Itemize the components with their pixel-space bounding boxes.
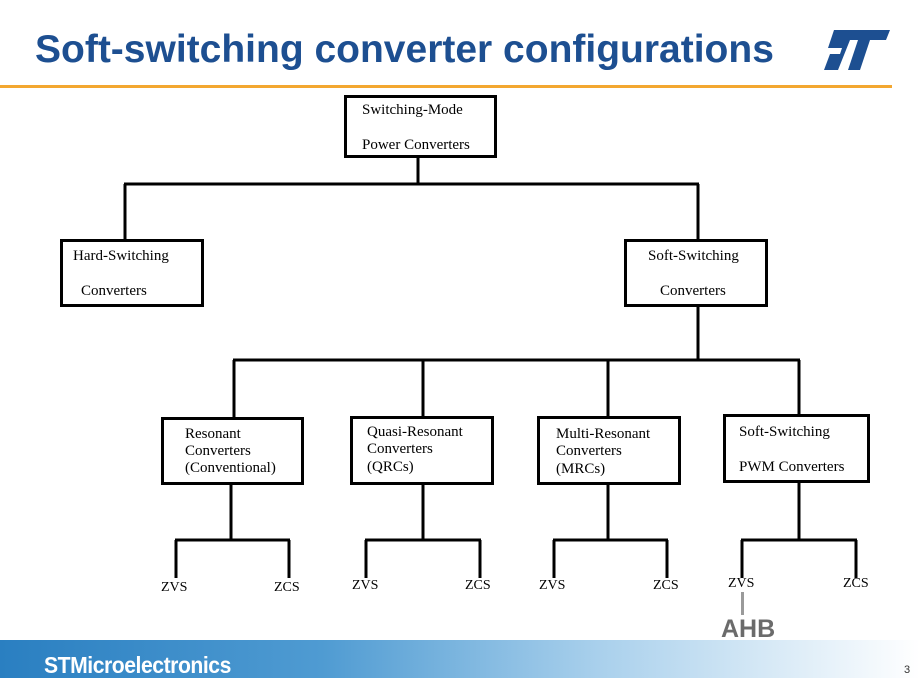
- node-soft-switching-converters: Soft-Switching Converters: [624, 239, 768, 307]
- node-label-line1: Multi-Resonant: [556, 426, 651, 442]
- st-logo-mark: [824, 30, 890, 70]
- node-label-line1: Switching-Mode: [362, 102, 463, 118]
- node-label-line2: Converters: [367, 441, 433, 457]
- node-label-line2: Power Converters: [362, 137, 470, 153]
- node-label-line1: Soft-Switching: [739, 424, 830, 440]
- node-hard-switching-converters: Hard-Switching Converters: [60, 239, 204, 307]
- node-quasi-resonant-converters: Quasi-Resonant Converters (QRCs): [350, 416, 494, 485]
- node-label-line2: PWM Converters: [739, 459, 845, 475]
- node-label-line2: Converters: [660, 283, 726, 299]
- title-underline: [0, 85, 892, 88]
- node-label-line3: (Conventional): [185, 460, 276, 476]
- node-label-line1: Soft-Switching: [648, 248, 739, 264]
- leaf-zcs: ZCS: [843, 576, 869, 591]
- leaf-zvs: ZVS: [539, 578, 566, 593]
- node-label-line1: Hard-Switching: [73, 248, 169, 264]
- node-switching-mode-power-converters: Switching-Mode Power Converters: [344, 95, 497, 158]
- node-multi-resonant-converters: Multi-Resonant Converters (MRCs): [537, 416, 681, 485]
- annotation-ahb: AHB: [721, 615, 776, 643]
- brand-wordmark: STMicroelectronics: [44, 652, 231, 678]
- node-soft-switching-pwm-converters: Soft-Switching PWM Converters: [723, 414, 870, 483]
- node-resonant-converters: Resonant Converters (Conventional): [161, 417, 304, 485]
- node-label-line3: (MRCs): [556, 461, 606, 477]
- node-label-line1: Quasi-Resonant: [367, 424, 463, 440]
- page-number: 3: [904, 664, 911, 676]
- page-title: Soft-switching converter configurations: [35, 28, 774, 71]
- leaf-zvs: ZVS: [161, 580, 188, 595]
- leaf-zvs: ZVS: [352, 578, 379, 593]
- node-label-line2: Converters: [185, 443, 251, 459]
- node-label-line3: (QRCs): [367, 459, 414, 475]
- node-label-line1: Resonant: [185, 426, 241, 442]
- footer-band: [0, 640, 920, 678]
- leaf-zcs: ZCS: [465, 578, 491, 593]
- leaf-zcs: ZCS: [653, 578, 679, 593]
- leaf-zvs: ZVS: [728, 576, 755, 591]
- leaf-zcs: ZCS: [274, 580, 300, 595]
- annotation-pointer: [741, 592, 744, 615]
- st-logo: [824, 30, 890, 70]
- node-label-line2: Converters: [556, 443, 622, 459]
- node-label-line2: Converters: [81, 283, 147, 299]
